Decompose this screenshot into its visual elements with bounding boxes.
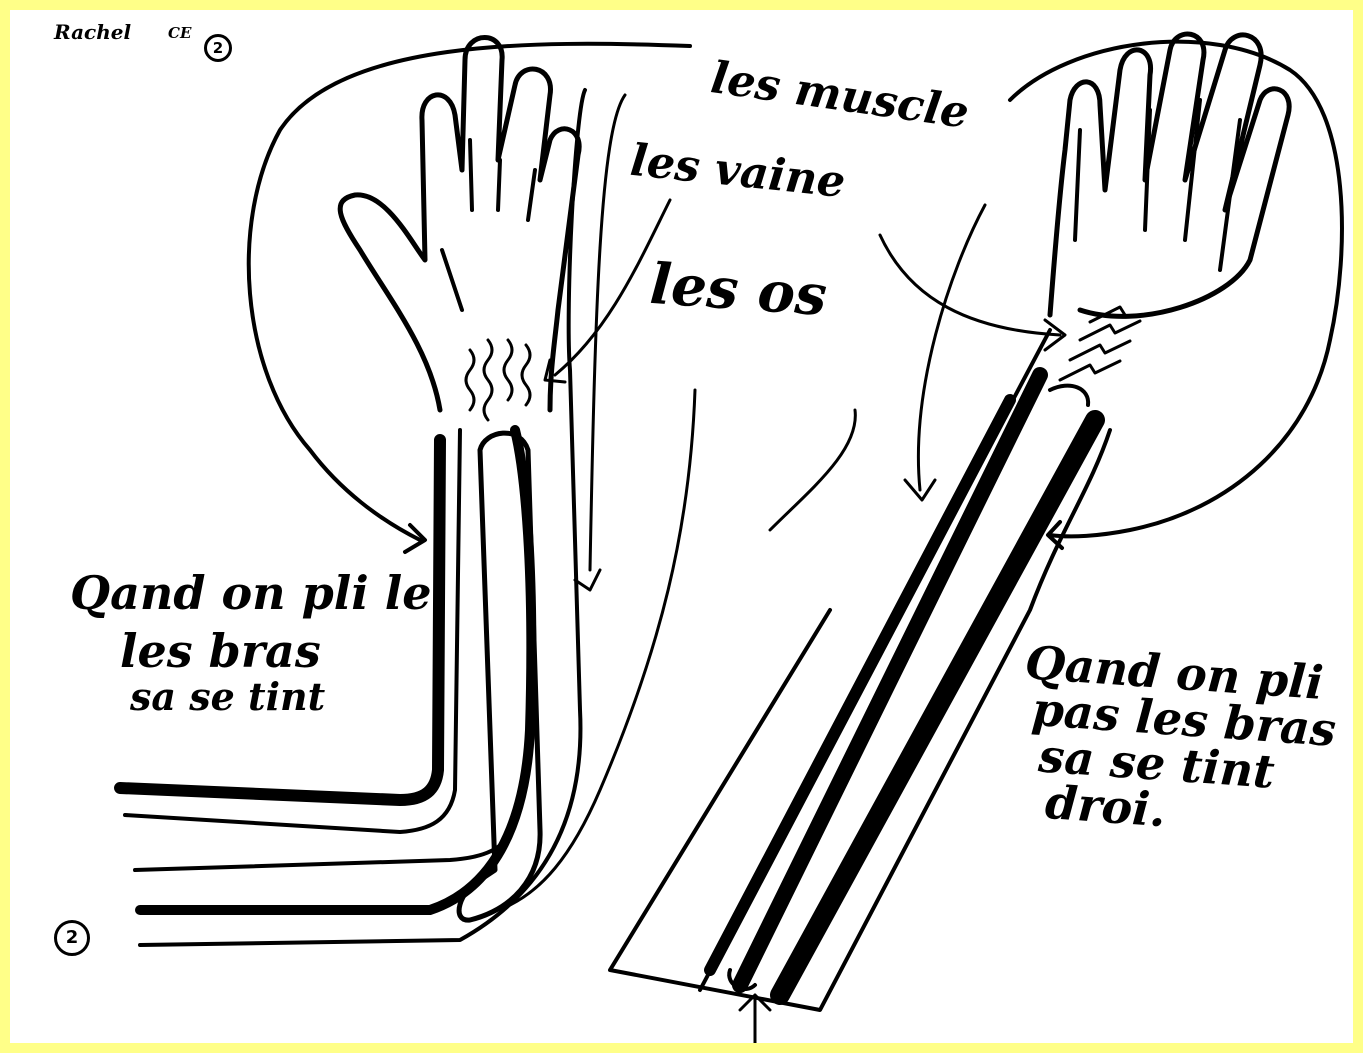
left-hand-crease-3 [498,160,500,210]
straight-bone-pointer [770,410,855,530]
right-wrist-squiggle-2 [1070,341,1130,360]
right-wrist-squiggle-3 [1080,321,1140,340]
straight-bone-arrow [740,995,770,1043]
margin-mark-badge: 2 [54,920,90,956]
caption-bent-arm-line-1: Qand on pli le [70,570,432,616]
straight-arm-circle [1010,42,1342,537]
caption-bent-arm: Qand on pli le les bras sa se tint [70,570,432,716]
right-hand-outline [1050,34,1289,316]
straight-vein-pointer [880,235,1060,335]
bent-muscle-pointer-head [575,570,600,590]
straight-muscle-pointer [918,205,985,490]
caption-straight-arm: Qand on pli pas les bras sa se tint droi… [1014,639,1341,845]
bent-arm-figure [120,38,695,946]
author-name: Rachel [54,22,131,42]
bent-lower-line [135,830,510,870]
left-hand-crease-4 [528,170,535,220]
left-wrist-squiggle-4 [522,345,530,405]
drawing-sheet: Rachel CE 2 les muscle les vaine les os … [10,10,1353,1043]
left-hand-crease-2 [470,140,472,210]
left-wrist-squiggle-2 [484,340,492,420]
straight-bone-end [1050,386,1088,405]
grade-number-badge: 2 [204,34,232,62]
left-wrist-squiggle-3 [504,340,512,400]
caption-bent-arm-line-2: les bras [120,628,432,674]
caption-bent-arm-line-3: sa se tint [130,678,432,716]
left-hand-outline [340,38,579,411]
left-wrist-squiggle-1 [466,350,474,410]
label-bones: les os [648,256,828,324]
right-hand-crease-1 [1075,130,1080,240]
right-wrist-squiggle-1 [1060,361,1120,380]
bent-muscle-pointer [590,95,625,570]
right-hand-crease-4 [1220,120,1240,270]
straight-bone-2 [710,400,1010,970]
left-hand-crease-1 [442,250,462,310]
grade-level: CE [168,26,191,41]
